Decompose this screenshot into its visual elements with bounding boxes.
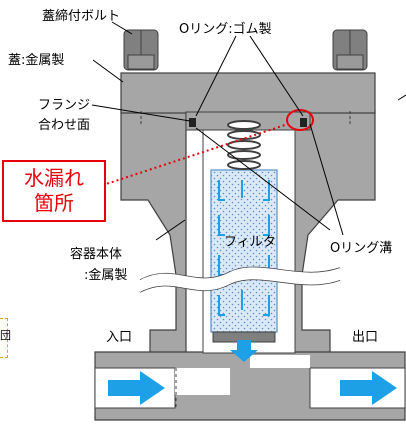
- flange-label-line2: 合わせ面: [37, 118, 90, 133]
- lid-label: 蓋:金属製: [8, 53, 65, 68]
- leak-label-line1: 水漏れ: [24, 166, 84, 190]
- flange-label-line1: フランジ: [37, 98, 90, 113]
- left-edge-char: 団: [0, 329, 11, 342]
- filter-cartridge: [210, 169, 278, 343]
- inlet-arrow: [108, 371, 165, 405]
- outlet-label: 出口: [352, 330, 379, 345]
- leak-label-line2: 箇所: [34, 191, 74, 215]
- bolt-left: [123, 29, 159, 125]
- body-label-line2: :金属製: [84, 268, 128, 283]
- outlet-arrow: [340, 371, 397, 405]
- inlet-label: 入口: [106, 330, 133, 345]
- oring-groove-label: Oリング溝: [330, 241, 393, 256]
- bolt-right: [332, 29, 368, 125]
- body-label-line1: 容器本体: [70, 247, 123, 262]
- leak-marker: [286, 109, 314, 131]
- spring: [227, 120, 261, 170]
- leak-callout: 水漏れ 箇所: [2, 160, 106, 222]
- oring-material-label: Oリング:ゴム製: [179, 22, 272, 37]
- bolt-label: 蓋締付ボルト: [42, 9, 121, 24]
- filter-label: フィルタ: [224, 235, 276, 250]
- left-edge-fragment: 団: [0, 318, 11, 358]
- down-arrow: [230, 340, 258, 362]
